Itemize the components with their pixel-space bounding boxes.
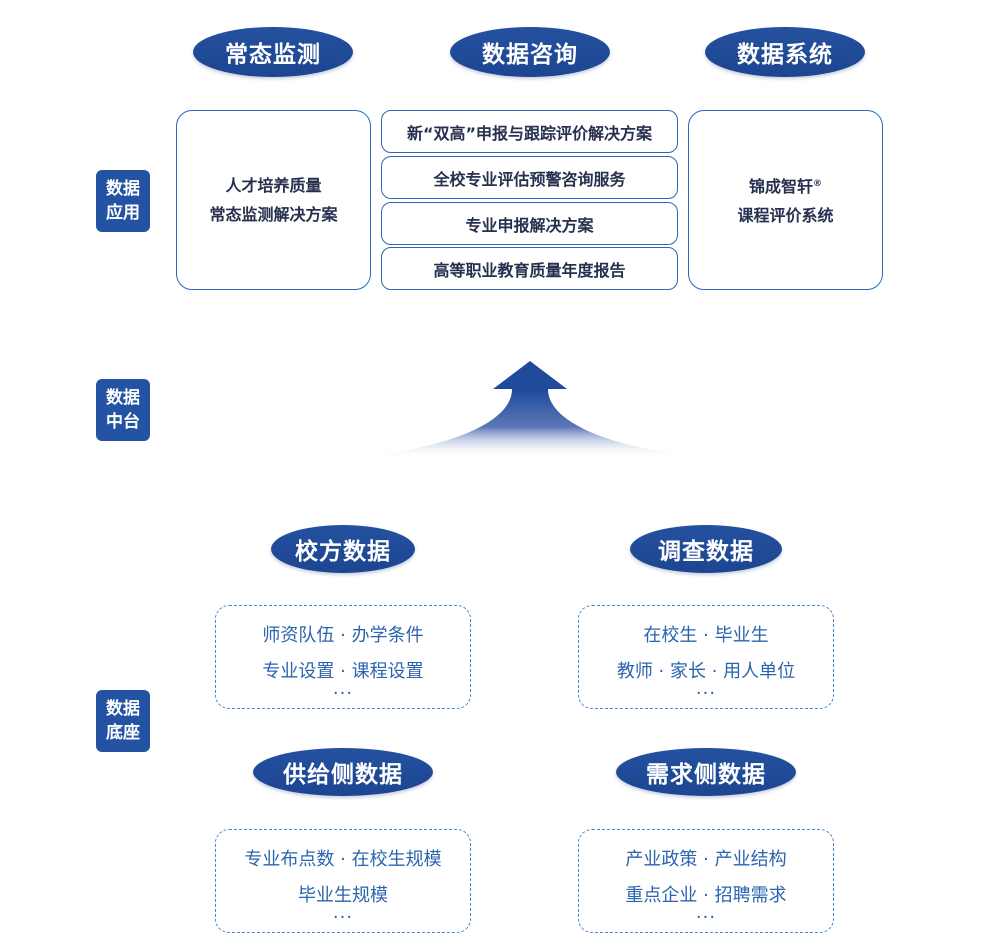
side-label-text: 底座 [106, 723, 140, 743]
consulting-item-label: 全校专业评估预警咨询服务 [433, 169, 626, 189]
consulting-item-label: 专业申报解决方案 [465, 215, 594, 235]
header-survey-data: 调查数据 [630, 525, 782, 573]
consulting-item: 高等职业教育质量年度报告 [381, 247, 678, 290]
side-label-text: 中台 [106, 412, 140, 432]
talent-quality-box: 人才培养质量 常态监测解决方案 [176, 110, 371, 290]
more-ellipsis: ··· [332, 683, 354, 704]
school-data-box: 师资队伍 · 办学条件 专业设置 · 课程设置 ··· [215, 605, 471, 709]
header-monitoring: 常态监测 [193, 27, 353, 77]
more-ellipsis: ··· [695, 683, 717, 704]
consulting-item: 新“双高”申报与跟踪评价解决方案 [381, 110, 678, 153]
header-school-data: 校方数据 [271, 525, 415, 573]
data-line: 专业设置 · 课程设置 [262, 661, 424, 682]
box-text: 锦成智轩® [749, 170, 822, 201]
data-line: 重点企业 · 招聘需求 [625, 885, 787, 906]
data-line: 毕业生规模 [298, 885, 388, 906]
data-line: 师资队伍 · 办学条件 [262, 625, 424, 646]
header-demand-data: 需求侧数据 [616, 748, 796, 796]
product-name: 锦成智轩 [748, 177, 813, 196]
consulting-item: 全校专业评估预警咨询服务 [381, 156, 678, 199]
consulting-item: 专业申报解决方案 [381, 202, 678, 245]
course-evaluation-box: 锦成智轩® 课程评价系统 [688, 110, 883, 290]
side-label-text: 数据 [106, 699, 140, 719]
more-ellipsis: ··· [695, 907, 717, 928]
box-text: 人才培养质量 [225, 176, 322, 195]
supply-data-box: 专业布点数 · 在校生规模 毕业生规模 ··· [215, 829, 471, 933]
header-supply-data: 供给侧数据 [253, 748, 433, 796]
side-label-application: 数据 应用 [96, 170, 150, 232]
header-consulting: 数据咨询 [450, 27, 610, 77]
data-line: 产业政策 · 产业结构 [625, 849, 787, 870]
survey-data-box: 在校生 · 毕业生 教师 · 家长 · 用人单位 ··· [578, 605, 834, 709]
side-label-text: 应用 [106, 203, 140, 223]
more-ellipsis: ··· [332, 907, 354, 928]
header-system: 数据系统 [705, 27, 865, 77]
consulting-item-label: 高等职业教育质量年度报告 [433, 260, 626, 280]
side-label-text: 数据 [106, 179, 140, 199]
box-text: 常态监测解决方案 [209, 205, 338, 224]
consulting-item-label: 新“双高”申报与跟踪评价解决方案 [406, 123, 653, 143]
side-label-text: 数据 [106, 388, 140, 408]
data-line: 在校生 · 毕业生 [643, 625, 769, 646]
registered-mark: ® [813, 179, 822, 189]
upward-arrow-graphic [350, 361, 710, 458]
data-line: 教师 · 家长 · 用人单位 [616, 661, 796, 682]
side-label-base: 数据 底座 [96, 690, 150, 752]
box-text: 课程评价系统 [737, 206, 834, 225]
side-label-middle: 数据 中台 [96, 379, 150, 441]
demand-data-box: 产业政策 · 产业结构 重点企业 · 招聘需求 ··· [578, 829, 834, 933]
data-line: 专业布点数 · 在校生规模 [244, 849, 442, 870]
